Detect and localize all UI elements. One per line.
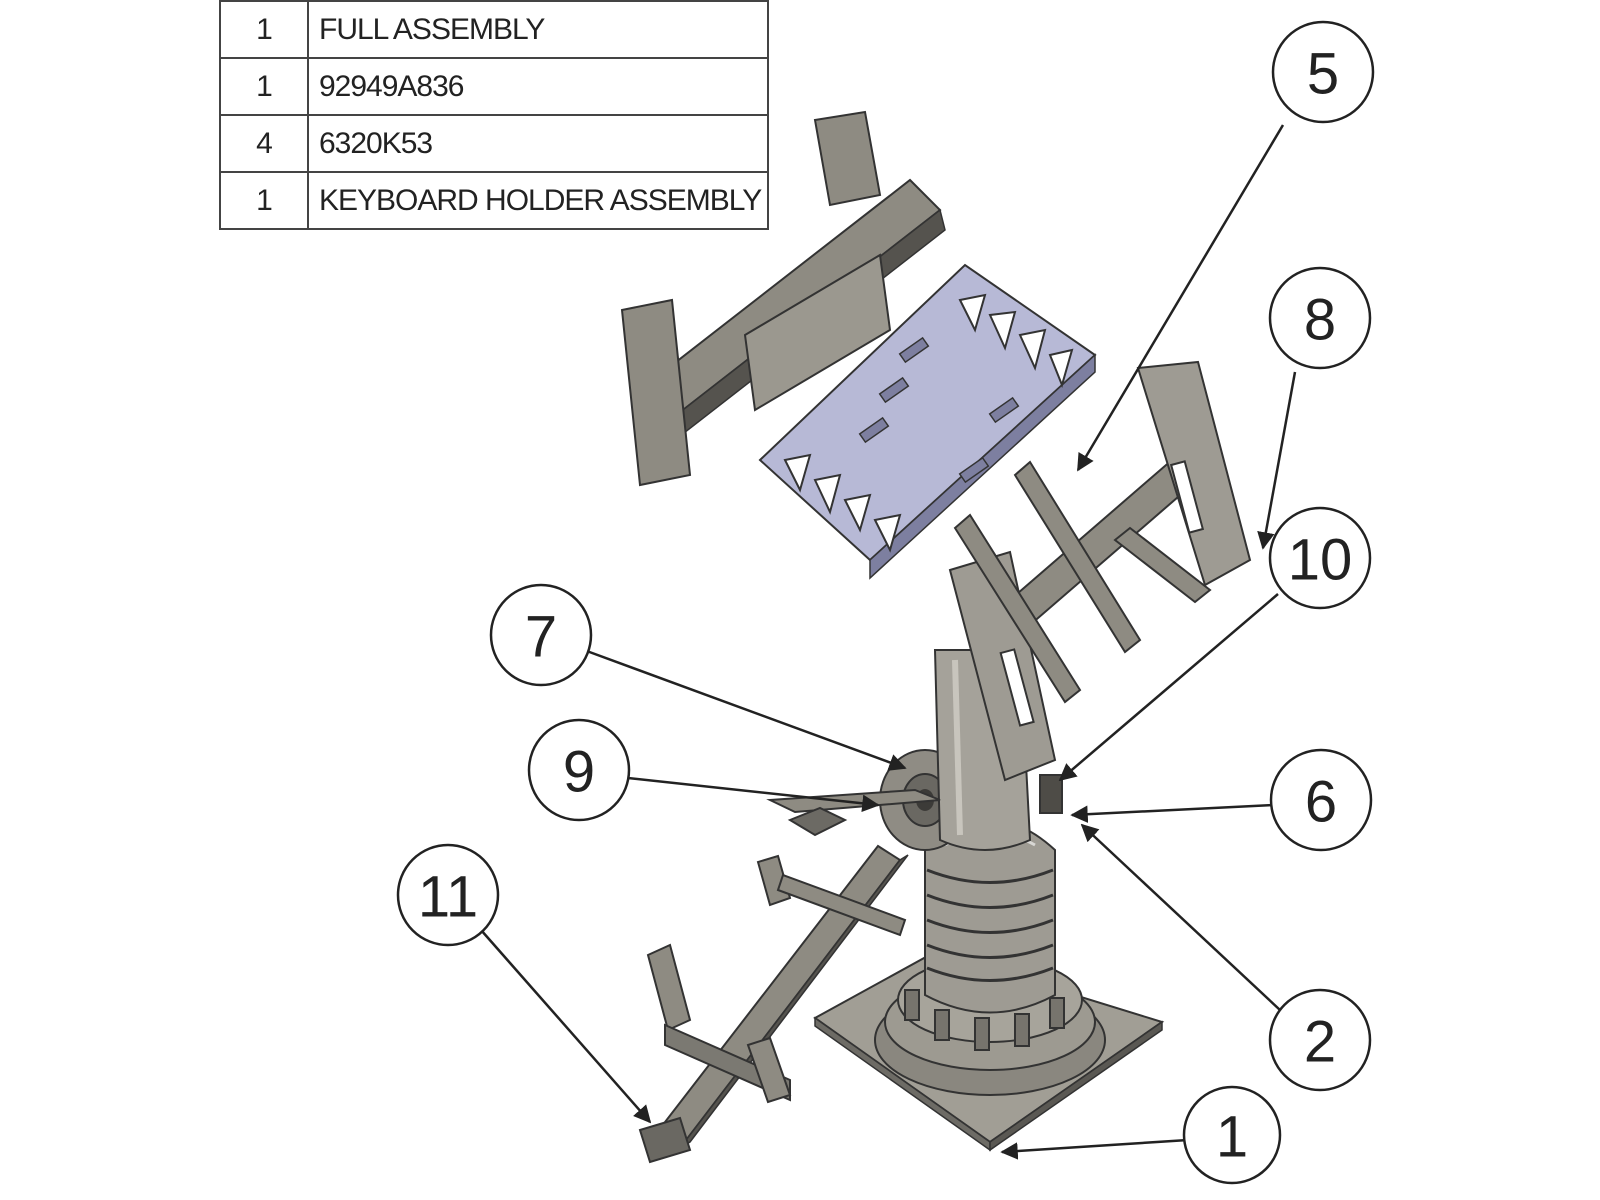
bom-row: 1 KEYBOARD HOLDER ASSEMBLY [219, 171, 769, 230]
leader-2 [1080, 823, 1281, 1011]
balloon-label: 2 [1304, 1010, 1336, 1075]
balloon-label: 10 [1288, 528, 1353, 593]
balloon-9: 9 [527, 718, 631, 822]
leader-9 [627, 776, 880, 813]
bom-description: FULL ASSEMBLY [307, 0, 769, 59]
keyboard-arm [653, 788, 941, 1150]
leader-7 [583, 648, 907, 771]
leader-1 [1000, 1138, 1189, 1160]
balloon-1: 1 [1182, 1085, 1282, 1185]
balloon-8: 8 [1268, 266, 1372, 370]
balloon-2: 2 [1268, 988, 1372, 1092]
bom-row: 1 92949A836 [219, 57, 769, 116]
balloon-5: 5 [1271, 20, 1375, 124]
leader-10 [1058, 593, 1279, 782]
guide-rods [953, 460, 1212, 704]
bom-description: KEYBOARD HOLDER ASSEMBLY [307, 171, 769, 230]
bom-qty: 4 [219, 114, 309, 173]
upper-clamp-frame [620, 110, 946, 487]
leader-8 [1257, 371, 1297, 550]
bom-qty: 1 [219, 0, 309, 59]
bom-row: 4 6320K53 [219, 114, 769, 173]
keyboard-holder-bracket [638, 943, 792, 1164]
balloon-label: 11 [418, 865, 478, 930]
balloon-6: 6 [1269, 748, 1373, 852]
balloon-label: 6 [1305, 770, 1337, 835]
lower-clamp-frame [948, 360, 1252, 782]
leader-6 [1070, 803, 1274, 823]
balloon-label: 1 [1216, 1105, 1248, 1170]
tilt-plate [758, 263, 1097, 580]
bom-qty: 1 [219, 171, 309, 230]
balloon-label: 8 [1304, 288, 1336, 353]
bom-qty: 1 [219, 57, 309, 116]
bom-description: 92949A836 [307, 57, 769, 116]
balloon-10: 10 [1268, 506, 1372, 610]
balloon-label: 5 [1307, 42, 1339, 107]
bom-description: 6320K53 [307, 114, 769, 173]
leader-lines [480, 124, 1297, 1160]
balloon-11: 11 [396, 843, 500, 947]
leader-11 [480, 929, 652, 1124]
leader-5 [1076, 124, 1285, 472]
bom-row: 1 FULL ASSEMBLY [219, 0, 769, 59]
balloon-label: 7 [525, 605, 557, 670]
balloon-label: 9 [563, 740, 595, 805]
bill-of-materials-table: 1 FULL ASSEMBLY 1 92949A836 4 6320K53 1 … [219, 0, 769, 230]
balloon-7: 7 [489, 583, 593, 687]
